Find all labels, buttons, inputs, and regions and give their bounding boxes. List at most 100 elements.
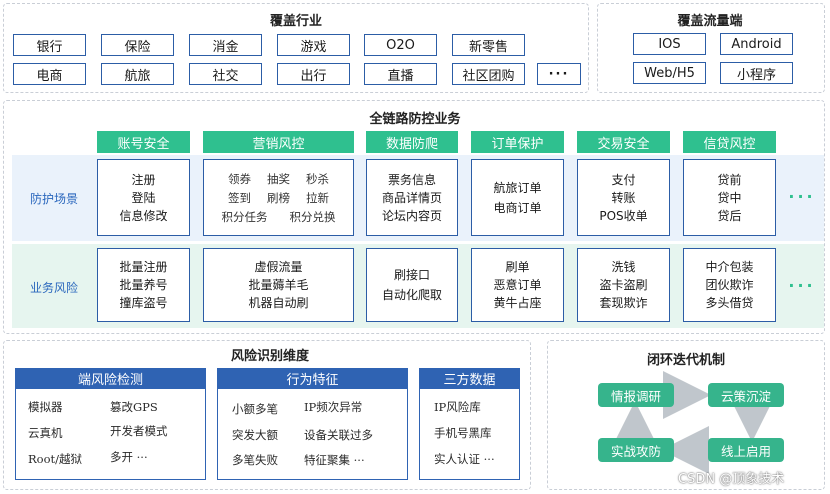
scene-cell-credit: 贷前 贷中 贷后 bbox=[683, 159, 776, 236]
risk-more: ··· bbox=[788, 275, 816, 295]
risk-item: 自动化爬取 bbox=[381, 288, 442, 302]
risk-group-body-device bbox=[15, 388, 206, 480]
scene-item: 领券 bbox=[228, 171, 251, 186]
row-label-scene: 防护场景 bbox=[30, 192, 79, 206]
risk-dim-item: 篡改GPS bbox=[110, 400, 158, 414]
scene-item: 支付 bbox=[611, 172, 636, 187]
risk-dim-item: 特征聚集 ··· bbox=[304, 453, 365, 467]
risk-cell-marketing: 虚假流量 批量薅羊毛 机器自动刷 bbox=[203, 248, 354, 322]
scene-item: 抽奖 bbox=[267, 171, 290, 186]
industry-item: 直播 bbox=[364, 63, 437, 85]
scene-item: 转账 bbox=[611, 190, 636, 205]
risk-item: 盗卡盗刷 bbox=[599, 278, 648, 292]
risk-dim-item: 实人认证 ··· bbox=[434, 452, 495, 466]
scene-cell-marketing: 领券 抽奖 秒杀 签到 刷榜 拉新 积分任务 积分兑换 bbox=[203, 159, 354, 236]
risk-item: 洗钱 bbox=[611, 260, 636, 274]
risk-dim-item: Root/越狱 bbox=[28, 452, 83, 466]
industry-item: 银行 bbox=[13, 34, 86, 56]
scene-item: 票务信息 bbox=[387, 172, 436, 187]
fullchain-title: 全链路防控业务 bbox=[369, 112, 461, 127]
loop-title: 闭环迭代机制 bbox=[646, 353, 725, 368]
scene-item: 积分兑换 bbox=[289, 209, 336, 224]
scene-item: 登陆 bbox=[131, 190, 156, 205]
industry-item: 社交 bbox=[189, 63, 262, 85]
risk-item: 刷单 bbox=[505, 260, 530, 274]
risk-item: 批量养号 bbox=[119, 278, 168, 292]
fullchain-panel bbox=[3, 100, 825, 334]
risk-item: 团伙欺诈 bbox=[705, 278, 754, 292]
marketing-scene-grid: 领券 抽奖 秒杀 签到 刷榜 拉新 bbox=[228, 171, 329, 206]
risk-dim-item: 多笔失败 bbox=[232, 453, 278, 467]
scene-cell-trade: 支付 转账 POS收单 bbox=[577, 159, 670, 236]
watermark: CSDN @顶象技术 bbox=[678, 472, 785, 487]
loop-arrows bbox=[611, 371, 776, 474]
risk-group-head-device: 端风险检测 bbox=[15, 368, 206, 388]
industry-item: 保险 bbox=[101, 34, 174, 56]
risk-item: 虚假流量 bbox=[254, 260, 303, 274]
risk-item: 刷接口 bbox=[393, 268, 430, 282]
risk-group-head-behavior: 行为特征 bbox=[217, 368, 408, 388]
risk-dim-item: 云真机 bbox=[28, 426, 63, 440]
industry-item: 消金 bbox=[189, 34, 262, 56]
traffic-item: IOS bbox=[633, 33, 706, 55]
risk-dim-item: 多开 ··· bbox=[110, 450, 148, 464]
scene-cell-account: 注册 登陆 信息修改 bbox=[97, 159, 190, 236]
industry-item: 电商 bbox=[13, 63, 86, 85]
risk-cell-trade: 洗钱 盗卡盗刷 套现欺诈 bbox=[577, 248, 670, 322]
risk-item: 中介包装 bbox=[705, 260, 754, 274]
column-head-trade: 交易安全 bbox=[577, 131, 670, 153]
risk-dim-item: 设备关联过多 bbox=[304, 428, 373, 442]
scene-item: 拉新 bbox=[306, 190, 329, 205]
risk-dim-item: 突发大额 bbox=[232, 428, 278, 442]
traffic-item: 小程序 bbox=[720, 62, 793, 84]
risk-dim-item: IP风险库 bbox=[434, 400, 481, 414]
scene-item: 刷榜 bbox=[267, 190, 290, 205]
traffic-item: Web/H5 bbox=[633, 62, 706, 84]
scene-item: 注册 bbox=[131, 172, 156, 187]
industry-item: 新零售 bbox=[452, 34, 525, 56]
risk-dim-item: 小额多笔 bbox=[232, 402, 278, 416]
industry-title: 覆盖行业 bbox=[269, 14, 322, 29]
risk-cell-crawl: 刷接口 自动化爬取 bbox=[366, 248, 458, 322]
risk-cell-credit: 中介包装 团伙欺诈 多头借贷 bbox=[683, 248, 776, 322]
column-head-credit: 信贷风控 bbox=[683, 131, 776, 153]
scene-item: 贷前 bbox=[717, 172, 742, 187]
scene-item: 航旅订单 bbox=[493, 180, 542, 195]
scene-item: 秒杀 bbox=[306, 171, 329, 186]
risk-cell-order: 刷单 恶意订单 黄牛占座 bbox=[471, 248, 564, 322]
risk-item: 套现欺诈 bbox=[599, 296, 648, 310]
column-head-marketing: 营销风控 bbox=[203, 131, 354, 153]
scene-item: 贷中 bbox=[717, 190, 742, 205]
column-head-order: 订单保护 bbox=[471, 131, 564, 153]
risk-item: 机器自动刷 bbox=[248, 296, 309, 310]
loop-step-online: 线上启用 bbox=[708, 438, 784, 462]
risk-dim-item: 模拟器 bbox=[28, 400, 63, 414]
traffic-title: 覆盖流量端 bbox=[677, 14, 743, 29]
risk-dim-item: IP频次异常 bbox=[304, 400, 363, 414]
risk-item: 黄牛占座 bbox=[493, 296, 542, 310]
industry-item: 航旅 bbox=[101, 63, 174, 85]
risk-item: 撞库盗号 bbox=[119, 296, 168, 310]
industry-item: 游戏 bbox=[277, 34, 350, 56]
risk-item: 多头借贷 bbox=[705, 296, 754, 310]
traffic-item: Android bbox=[720, 33, 793, 55]
risk-group-body-behavior bbox=[217, 388, 408, 480]
scene-cell-order: 航旅订单 电商订单 bbox=[471, 159, 564, 236]
marketing-scene-grid-2: 积分任务 积分兑换 bbox=[222, 209, 336, 225]
industry-item: 出行 bbox=[277, 63, 350, 85]
risk-item: 批量薅羊毛 bbox=[248, 278, 309, 292]
risk-item: 批量注册 bbox=[119, 260, 168, 274]
industry-panel bbox=[3, 3, 589, 93]
scene-item: 积分任务 bbox=[221, 209, 268, 224]
scene-item: 贷后 bbox=[717, 208, 742, 223]
row-label-risk: 业务风险 bbox=[30, 281, 79, 295]
risk-dims-title: 风险识别维度 bbox=[230, 349, 309, 364]
loop-step-cloud: 云策沉淀 bbox=[708, 383, 784, 407]
traffic-panel bbox=[597, 3, 825, 93]
scene-item: 论坛内容页 bbox=[381, 208, 442, 223]
column-head-account: 账号安全 bbox=[97, 131, 190, 153]
scene-item: 电商订单 bbox=[493, 200, 542, 215]
column-head-crawl: 数据防爬 bbox=[366, 131, 458, 153]
loop-step-combat: 实战攻防 bbox=[598, 438, 674, 462]
industry-more-box: ··· bbox=[537, 63, 581, 85]
